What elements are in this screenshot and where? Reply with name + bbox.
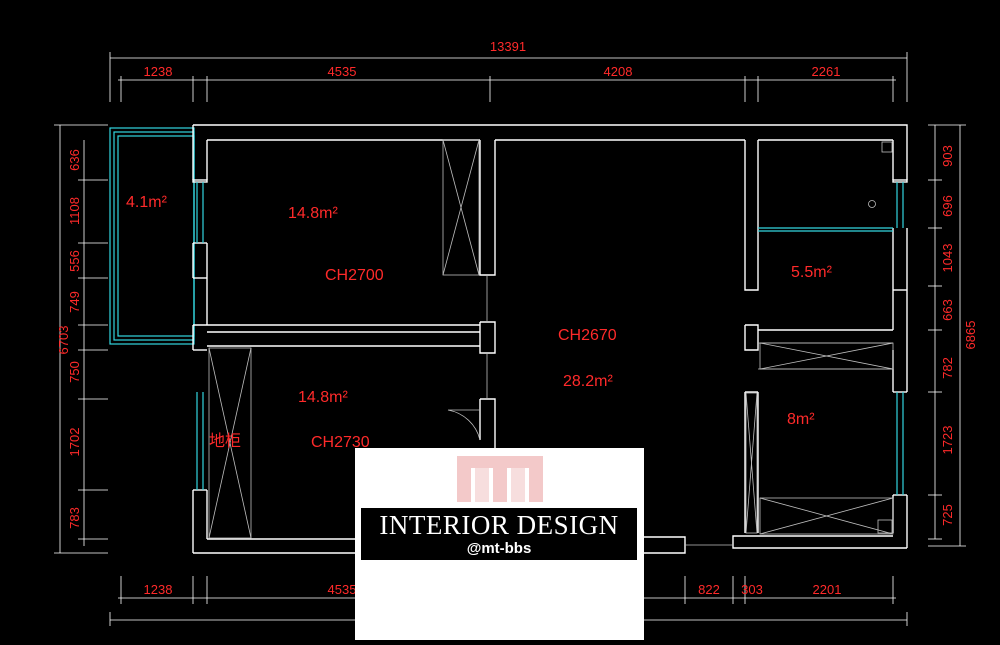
dim-bottom-3: 822 — [698, 582, 720, 597]
dim-top-2: 4535 — [328, 64, 357, 79]
living-area-label: 28.2m² — [563, 373, 613, 390]
dim-bottom-2: 4535 — [328, 582, 357, 597]
cabinets — [208, 139, 894, 539]
dim-left-2: 1108 — [67, 197, 82, 225]
bottom-dimensions: 1238 4535 822 303 2201 — [109, 576, 908, 626]
balcony — [109, 127, 195, 345]
dim-left-3: 556 — [67, 250, 82, 272]
watermark-band: INTERIOR DESIGN @mt-bbs — [361, 508, 637, 560]
bedroom2-height-label: CH2730 — [311, 434, 370, 451]
bedroom1-area-label: 14.8m² — [288, 205, 338, 222]
bathroom-area-label: 5.5m² — [791, 264, 833, 281]
dim-right-1: 903 — [940, 145, 955, 167]
dim-right-4: 663 — [940, 299, 955, 321]
living-height-label: CH2670 — [558, 327, 617, 344]
kitchen-area-label: 8m² — [787, 411, 815, 428]
dim-top-3: 4208 — [604, 64, 633, 79]
dim-right-7: 725 — [940, 504, 955, 526]
dim-left-1: 636 — [67, 149, 82, 171]
dim-right-2: 696 — [940, 195, 955, 217]
cabinet-label: 地柜 — [209, 432, 241, 450]
dim-bottom-5: 2201 — [813, 582, 842, 597]
balcony-area-label: 4.1m² — [126, 194, 168, 211]
dim-bottom-1: 1238 — [144, 582, 173, 597]
dim-bottom-4: 303 — [741, 582, 763, 597]
doors — [447, 275, 488, 441]
watermark-title: INTERIOR DESIGN — [379, 510, 619, 540]
dim-left-total: 6703 — [56, 326, 71, 355]
watermark-handle: @mt-bbs — [466, 540, 532, 557]
right-dimensions: 6865 903 696 1043 663 782 1723 725 — [928, 124, 978, 547]
dim-top-4: 2261 — [812, 64, 841, 79]
dim-top-1: 1238 — [144, 64, 173, 79]
top-dimensions: 13391 1238 4535 4208 2261 — [109, 39, 908, 102]
left-dimensions: 6703 636 1108 556 749 750 1702 783 — [54, 124, 108, 554]
windows — [196, 182, 904, 495]
bedroom1-height-label: CH2700 — [325, 267, 384, 284]
dim-total-width: 13391 — [490, 39, 526, 54]
dim-left-7: 783 — [67, 507, 82, 529]
dim-right-3: 1043 — [940, 244, 955, 273]
watermark-logo-icon — [455, 452, 547, 504]
dim-right-6: 1723 — [940, 426, 955, 455]
room-labels: 4.1m² 14.8m² CH2700 CH2670 28.2m² 5.5m² … — [126, 194, 833, 451]
dim-right-5: 782 — [940, 357, 955, 379]
dim-right-total: 6865 — [963, 321, 978, 350]
bedroom2-area-label: 14.8m² — [298, 389, 348, 406]
dim-left-5: 750 — [67, 361, 82, 383]
dim-left-4: 749 — [67, 291, 82, 313]
dim-left-6: 1702 — [67, 428, 82, 457]
watermark-box: INTERIOR DESIGN @mt-bbs — [355, 448, 644, 640]
